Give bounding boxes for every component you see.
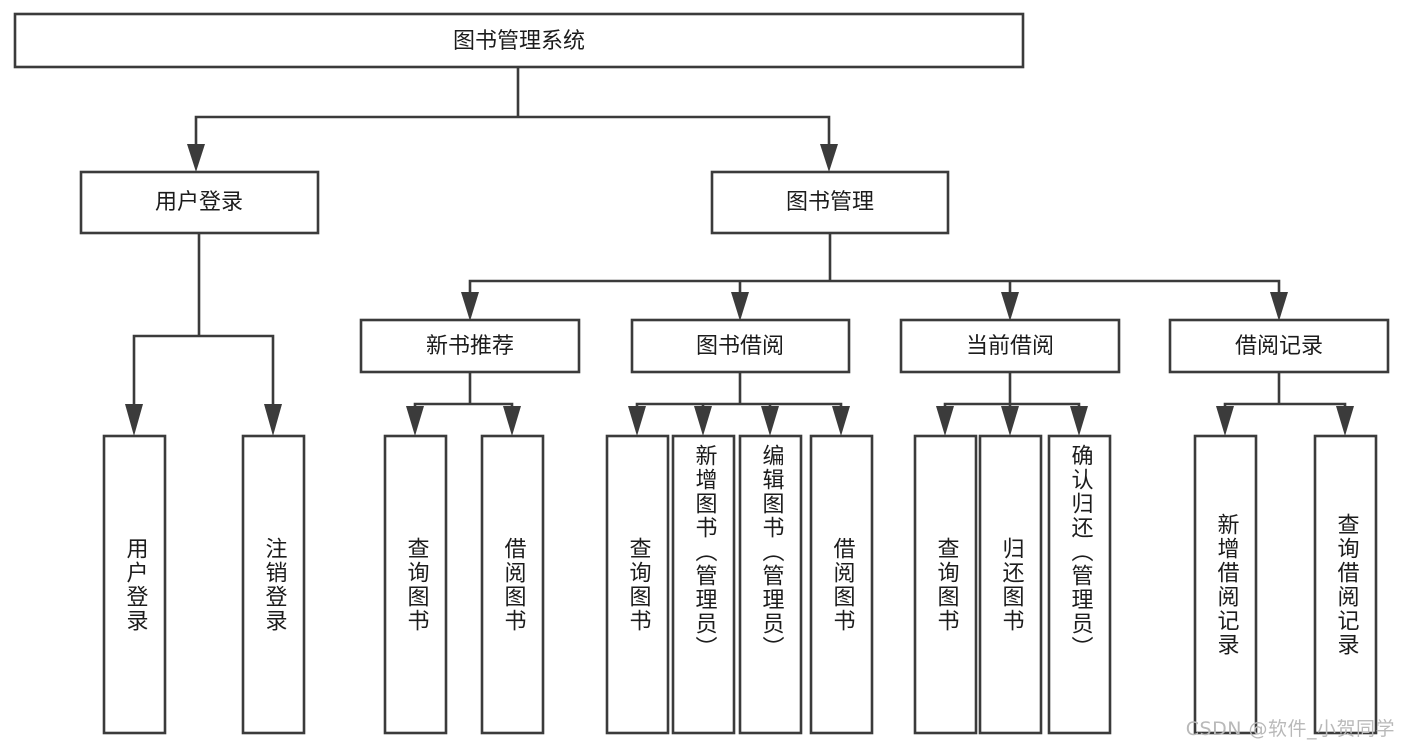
arrowhead-to-leaf-query-book-1 xyxy=(406,406,424,436)
arrowhead-to-leaf-borrow-book-1 xyxy=(503,406,521,436)
node-root-label: 图书管理系统 xyxy=(453,29,585,54)
connector-userlogin-to-leaves xyxy=(132,231,275,412)
arrowhead-to-leaf-query-record xyxy=(1336,406,1354,436)
node-leaf-query-book-3-box[interactable] xyxy=(913,434,978,735)
node-root-box[interactable] xyxy=(13,12,1025,69)
connectors-layer xyxy=(125,65,1354,436)
node-leaf-confirm-return-box[interactable] xyxy=(1047,434,1112,735)
node-book-borrow-label: 图书借阅 xyxy=(696,334,784,359)
node-book-management-label: 图书管理 xyxy=(786,190,874,215)
node-leaf-borrow-book-2-box[interactable] xyxy=(809,434,874,735)
node-new-book-recommend-label: 新书推荐 xyxy=(426,334,514,359)
node-leaf-query-book-1-box[interactable] xyxy=(383,434,448,735)
node-current-borrow-box[interactable] xyxy=(899,318,1121,374)
node-book-management-box[interactable] xyxy=(710,170,950,235)
node-leaf-borrow-book-1-box[interactable] xyxy=(480,434,545,735)
node-borrow-record-label: 借阅记录 xyxy=(1235,334,1323,359)
arrowhead-to-leaf-logout xyxy=(264,404,282,436)
arrowhead-to-leaf-borrow-book-2 xyxy=(832,406,850,436)
watermark-text: CSDN @软件_小贺同学 xyxy=(1185,718,1395,740)
node-leaf-add-record-box[interactable] xyxy=(1193,434,1258,735)
arrowhead-to-user-login xyxy=(187,144,205,172)
node-leaf-query-book-2-box[interactable] xyxy=(605,434,670,735)
node-book-borrow-box[interactable] xyxy=(630,318,851,374)
node-current-borrow-label: 当前借阅 xyxy=(966,334,1054,359)
arrowhead-to-leaf-add-book xyxy=(694,406,712,436)
node-user-login-label: 用户登录 xyxy=(155,190,243,215)
connector-root-to-level1 xyxy=(194,65,831,154)
connector-newbook-to-leaves xyxy=(413,370,514,414)
connector-bookmgmt-to-level2 xyxy=(468,231,1281,302)
node-leaf-user-login-box[interactable] xyxy=(102,434,167,735)
arrowhead-to-borrow-record xyxy=(1270,292,1288,321)
node-leaf-logout-box[interactable] xyxy=(241,434,306,735)
arrowhead-to-leaf-edit-book xyxy=(761,406,779,436)
arrowhead-to-leaf-add-record xyxy=(1216,406,1234,436)
connector-bookborrow-to-leaves xyxy=(635,370,843,414)
arrowhead-to-book-borrow xyxy=(731,292,749,321)
arrowhead-to-leaf-query-book-2 xyxy=(628,406,646,436)
arrowhead-to-new-book-recommend xyxy=(461,292,479,321)
nodes-layer: 图书管理系统 用户登录 图书管理 新书推荐 图书借阅 当前借阅 借阅记录 xyxy=(13,12,1390,735)
arrowhead-to-leaf-confirm-return xyxy=(1070,406,1088,436)
arrowhead-to-leaf-query-book-3 xyxy=(936,406,954,436)
node-new-book-recommend-box[interactable] xyxy=(359,318,581,374)
arrowhead-to-leaf-return-book xyxy=(1001,406,1019,436)
node-user-login-box[interactable] xyxy=(79,170,320,235)
node-leaf-return-book-box[interactable] xyxy=(978,434,1043,735)
node-leaf-query-record-box[interactable] xyxy=(1313,434,1378,735)
arrowhead-to-current-borrow xyxy=(1001,292,1019,321)
node-leaf-edit-book-box[interactable] xyxy=(738,434,803,735)
arrowhead-to-book-management xyxy=(820,144,838,172)
node-leaf-add-book-box[interactable] xyxy=(671,434,736,735)
node-borrow-record-box[interactable] xyxy=(1168,318,1390,374)
arrowhead-to-leaf-user-login xyxy=(125,404,143,436)
connector-borrowrecord-to-leaves xyxy=(1223,370,1347,414)
